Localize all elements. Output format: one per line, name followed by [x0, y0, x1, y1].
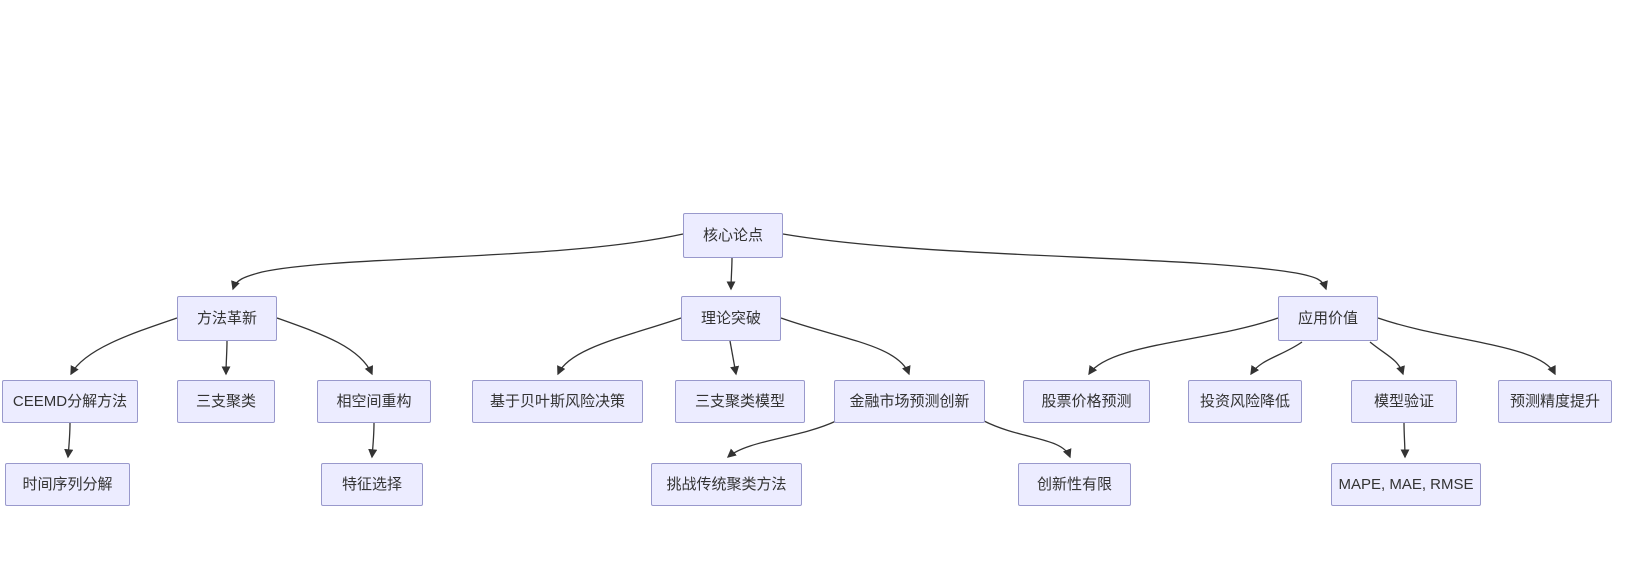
edge-method-phase	[276, 317, 374, 376]
edge-apply-valid	[1369, 341, 1405, 376]
node-phase-space-reconstruction: 相空间重构	[317, 380, 431, 423]
node-application-value: 应用价值	[1278, 296, 1378, 341]
edge-apply-risk	[1250, 341, 1303, 376]
edge-theory-bayes	[557, 317, 682, 376]
node-stock-price-prediction: 股票价格预测	[1023, 380, 1150, 423]
node-challenge-traditional-clustering: 挑战传统聚类方法	[651, 463, 802, 506]
edge-method-ceemd	[70, 317, 178, 376]
edge-core-apply	[782, 233, 1328, 291]
node-feature-selection: 特征选择	[321, 463, 423, 506]
edge-finance-limited	[983, 420, 1072, 459]
edge-theory-finance	[780, 317, 911, 376]
edge-phase-feature	[368, 422, 378, 459]
edge-ceemd-ts	[64, 422, 74, 459]
edge-apply-accuracy	[1377, 317, 1556, 376]
node-three-way-clustering: 三支聚类	[177, 380, 275, 423]
node-error-metrics: MAPE, MAE, RMSE	[1331, 463, 1481, 506]
edge-finance-challenge	[726, 420, 837, 458]
node-ceemd-decomposition: CEEMD分解方法	[2, 380, 138, 423]
edge-method-threeway	[221, 340, 231, 376]
node-model-validation: 模型验证	[1351, 380, 1457, 423]
edge-theory-twmodel	[729, 340, 740, 376]
node-limited-innovation: 创新性有限	[1018, 463, 1131, 506]
node-core-thesis: 核心论点	[683, 213, 783, 258]
edge-core-theory	[726, 257, 736, 291]
node-bayesian-risk-decision: 基于贝叶斯风险决策	[472, 380, 643, 423]
node-investment-risk-reduction: 投资风险降低	[1188, 380, 1302, 423]
node-financial-market-prediction: 金融市场预测创新	[834, 380, 985, 423]
node-theory-breakthrough: 理论突破	[681, 296, 781, 341]
node-time-series-decomposition: 时间序列分解	[5, 463, 130, 506]
node-method-innovation: 方法革新	[177, 296, 277, 341]
edge-valid-metrics	[1400, 422, 1410, 459]
node-prediction-accuracy: 预测精度提升	[1498, 380, 1612, 423]
edge-core-method	[231, 233, 684, 291]
node-three-way-cluster-model: 三支聚类模型	[675, 380, 805, 423]
edge-apply-stock	[1088, 317, 1279, 376]
